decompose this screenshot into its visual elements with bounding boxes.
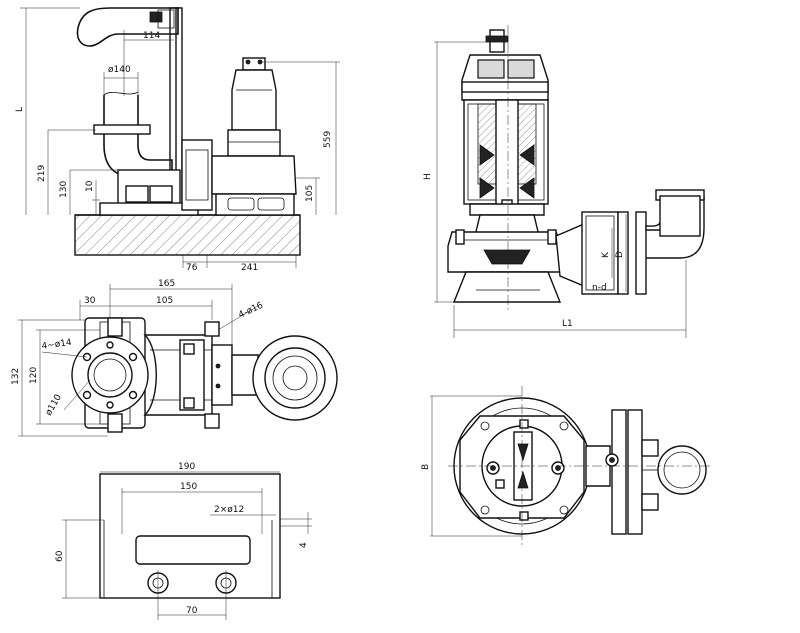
dim-150: 150 (180, 482, 197, 492)
dim-D: D (615, 251, 625, 258)
dim-H: H (423, 173, 433, 180)
foundation-slab (74, 214, 301, 256)
dim-165: 165 (158, 279, 175, 289)
dim-4: 4 (299, 542, 309, 548)
dim-132: 132 (11, 368, 21, 385)
base-bracket-plate: 190 150 2×ø12 60 4 70 (55, 462, 312, 620)
dim-559: 559 (323, 131, 333, 148)
dim-105-horizontal: 105 (156, 296, 173, 306)
pump-motor-side (211, 57, 297, 216)
dim-10: 10 (85, 180, 95, 192)
stator-right (517, 103, 537, 185)
dim-4-d14: 4~ø14 (41, 338, 73, 352)
dim-B: B (421, 464, 431, 470)
dim-L: L (15, 107, 25, 112)
stator-left (477, 103, 497, 185)
top-bracket (76, 7, 179, 47)
dim-219: 219 (37, 165, 47, 182)
outlet-pipe-plan (657, 445, 707, 495)
dim-140: ø140 (108, 65, 131, 75)
dim-120: 120 (29, 367, 39, 384)
discharge-pipe (103, 95, 173, 179)
installation-plan-view: 165 30 105 4-ø16 4~ø14 132 120 ø110 (11, 279, 338, 437)
pump-section-elevation: H L1 K D n-d (423, 29, 705, 338)
dim-105-vertical: 105 (305, 185, 315, 202)
elevation-dimensions: H L1 K D n-d (423, 41, 687, 338)
dim-76: 76 (186, 263, 198, 273)
dim-d110: ø110 (44, 393, 64, 418)
plan-dimensions: B (421, 395, 522, 537)
dim-n-d: n-d (592, 283, 607, 293)
side-view-dimensions: 114 ø140 559 L 219 130 10 105 (15, 7, 340, 273)
dim-2-d12: 2×ø12 (214, 505, 244, 515)
dim-30: 30 (84, 296, 96, 306)
dim-70: 70 (186, 606, 198, 616)
centerlines (448, 25, 712, 548)
dim-114: 114 (143, 31, 160, 41)
plate-dimensions: 190 150 2×ø12 60 4 70 (55, 462, 312, 616)
dim-K: K (601, 251, 611, 258)
dim-4-d16: 4-ø16 (237, 301, 265, 321)
dim-130: 130 (59, 181, 69, 198)
installation-side-view: 114 ø140 559 L 219 130 10 105 (15, 7, 340, 273)
dim-L1: L1 (562, 319, 573, 329)
dim-190: 190 (178, 462, 195, 472)
dim-241: 241 (241, 263, 258, 273)
dim-60: 60 (55, 550, 65, 562)
